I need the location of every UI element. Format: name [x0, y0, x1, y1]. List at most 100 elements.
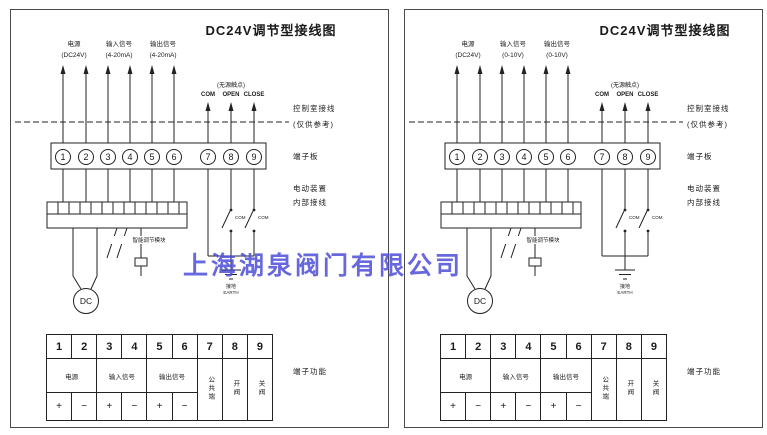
- close-label: CLOSE: [637, 92, 659, 98]
- internal-wiring-label: 内部接线: [687, 198, 721, 207]
- terminal-9: 9: [640, 149, 656, 165]
- diagram-title: DC24V调节型接线图: [205, 23, 337, 38]
- terminal-1: 1: [449, 149, 465, 165]
- table-sign-row: + − + − + −: [45, 392, 273, 421]
- terminal-6: 6: [166, 149, 182, 165]
- wiring-lines: [15, 65, 289, 290]
- switch-com-label: COM: [629, 215, 640, 220]
- switch-com-label: COM: [258, 215, 269, 220]
- table-number: 6: [171, 334, 198, 359]
- table-sign-row: + − + − + −: [439, 392, 667, 421]
- input-signal-range: (0-10V): [502, 52, 524, 59]
- terminal-8: 8: [223, 149, 239, 165]
- polarity-sign: +: [45, 392, 73, 421]
- table-number: 5: [146, 334, 173, 359]
- terminal-function-label: 端子功能: [687, 367, 721, 376]
- earth-label-cn: 接地: [619, 284, 630, 290]
- power-cell: 电源: [439, 358, 492, 393]
- right-wiring-panel: DC24V调节型接线图 电源 (DC24V) 输入信号 (0-10V) 输出信号…: [404, 9, 763, 428]
- close-valve-text: 关阀: [650, 380, 658, 397]
- power-source-range: (DC24V): [455, 52, 481, 59]
- output-signal-range: (0-10V): [546, 52, 568, 59]
- polarity-sign: −: [565, 392, 592, 421]
- table-number: 5: [540, 334, 567, 359]
- table-number: 8: [221, 334, 248, 359]
- table-number: 2: [465, 334, 492, 359]
- polarity-sign: −: [71, 392, 98, 421]
- polarity-sign: +: [96, 392, 123, 421]
- open-valve-text: 开阀: [231, 380, 239, 397]
- table-number: 4: [515, 334, 542, 359]
- power-cell: 电源: [45, 358, 98, 393]
- table-number: 7: [196, 334, 223, 359]
- terminal-3: 3: [100, 149, 116, 165]
- switch-com-label: COM: [652, 215, 663, 220]
- input-signal-name: 输入信号: [500, 41, 526, 48]
- terminal-3: 3: [494, 149, 510, 165]
- power-source-label: 电源 (DC24V): [441, 39, 495, 61]
- output-signal-name: 输出信号: [150, 41, 176, 48]
- table-number: 4: [121, 334, 148, 359]
- open-label: OPEN: [222, 92, 240, 98]
- terminal-7: 7: [200, 149, 216, 165]
- terminal-board-label: 端子板: [293, 152, 319, 161]
- diagram-title: DC24V调节型接线图: [599, 23, 731, 38]
- earth-label-cn: 接地: [225, 284, 236, 290]
- reference-only-label: (仅供参考): [293, 120, 334, 129]
- control-room-label: 控制室接线: [293, 104, 336, 113]
- output-cell: 输出信号: [146, 358, 198, 393]
- terminal-1: 1: [55, 149, 71, 165]
- input-signal-label: 输入信号 (0-10V): [486, 39, 540, 61]
- terminal-function-label: 端子功能: [293, 367, 327, 376]
- terminal-board-label: 端子板: [687, 152, 713, 161]
- terminal-7: 7: [594, 149, 610, 165]
- terminal-2: 2: [78, 149, 94, 165]
- earth-label-en: EARTH: [223, 290, 239, 295]
- open-valve-text: 开阀: [625, 380, 633, 397]
- terminal-4: 4: [122, 149, 138, 165]
- common-text: 公共端: [206, 375, 214, 402]
- table-number: 9: [640, 334, 668, 359]
- close-valve-cell: 关阀: [246, 358, 274, 421]
- com-label: COM: [595, 92, 609, 98]
- dc-symbol: DC: [73, 288, 99, 314]
- passive-contact-label: (无源触点): [217, 83, 245, 89]
- table-number: 3: [96, 334, 123, 359]
- table-label-row: 电源 输入信号 输出信号 公共端 开阀 关阀: [439, 358, 668, 421]
- passive-contact-label: (无源触点): [611, 83, 639, 89]
- input-cell: 输入信号: [96, 358, 148, 393]
- terminal-9: 9: [246, 149, 262, 165]
- polarity-sign: −: [515, 392, 542, 421]
- terminal-function-table: 1 2 3 4 5 6 7 8 9 电源 输入信号 输出信号 公共端 开阀 关阀: [439, 334, 668, 421]
- table-number: 9: [246, 334, 274, 359]
- table-number-row: 1 2 3 4 5 6 7 8 9: [439, 334, 668, 359]
- table-number: 1: [45, 334, 73, 359]
- table-number: 7: [590, 334, 617, 359]
- table-number: 8: [615, 334, 642, 359]
- close-valve-cell: 关阀: [640, 358, 668, 421]
- power-source-name: 电源: [461, 41, 475, 48]
- polarity-sign: +: [439, 392, 467, 421]
- terminal-5: 5: [538, 149, 554, 165]
- reference-only-label: (仅供参考): [687, 120, 728, 129]
- module-label: 智能调节模块: [109, 236, 189, 244]
- control-room-label: 控制室接线: [687, 104, 730, 113]
- wiring-lines: [409, 65, 683, 290]
- output-cell: 输出信号: [540, 358, 592, 393]
- polarity-sign: +: [146, 392, 173, 421]
- power-source-name: 电源: [67, 41, 81, 48]
- terminal-2: 2: [472, 149, 488, 165]
- electric-device-label: 电动装置: [687, 184, 721, 193]
- common-text: 公共端: [600, 375, 608, 402]
- open-label: OPEN: [616, 92, 634, 98]
- table-number: 2: [71, 334, 98, 359]
- terminal-function-table: 1 2 3 4 5 6 7 8 9 电源 输入信号 输出信号 公共端 开阀 关阀: [45, 334, 274, 421]
- terminal-8: 8: [617, 149, 633, 165]
- input-cell: 输入信号: [490, 358, 542, 393]
- earth-label-en: EARTH: [617, 290, 633, 295]
- common-cell: 公共端: [590, 358, 617, 421]
- table-label-row: 电源 输入信号 输出信号 公共端 开阀 关阀: [45, 358, 274, 421]
- dc-symbol: DC: [467, 288, 493, 314]
- power-source-range: (DC24V): [61, 52, 87, 59]
